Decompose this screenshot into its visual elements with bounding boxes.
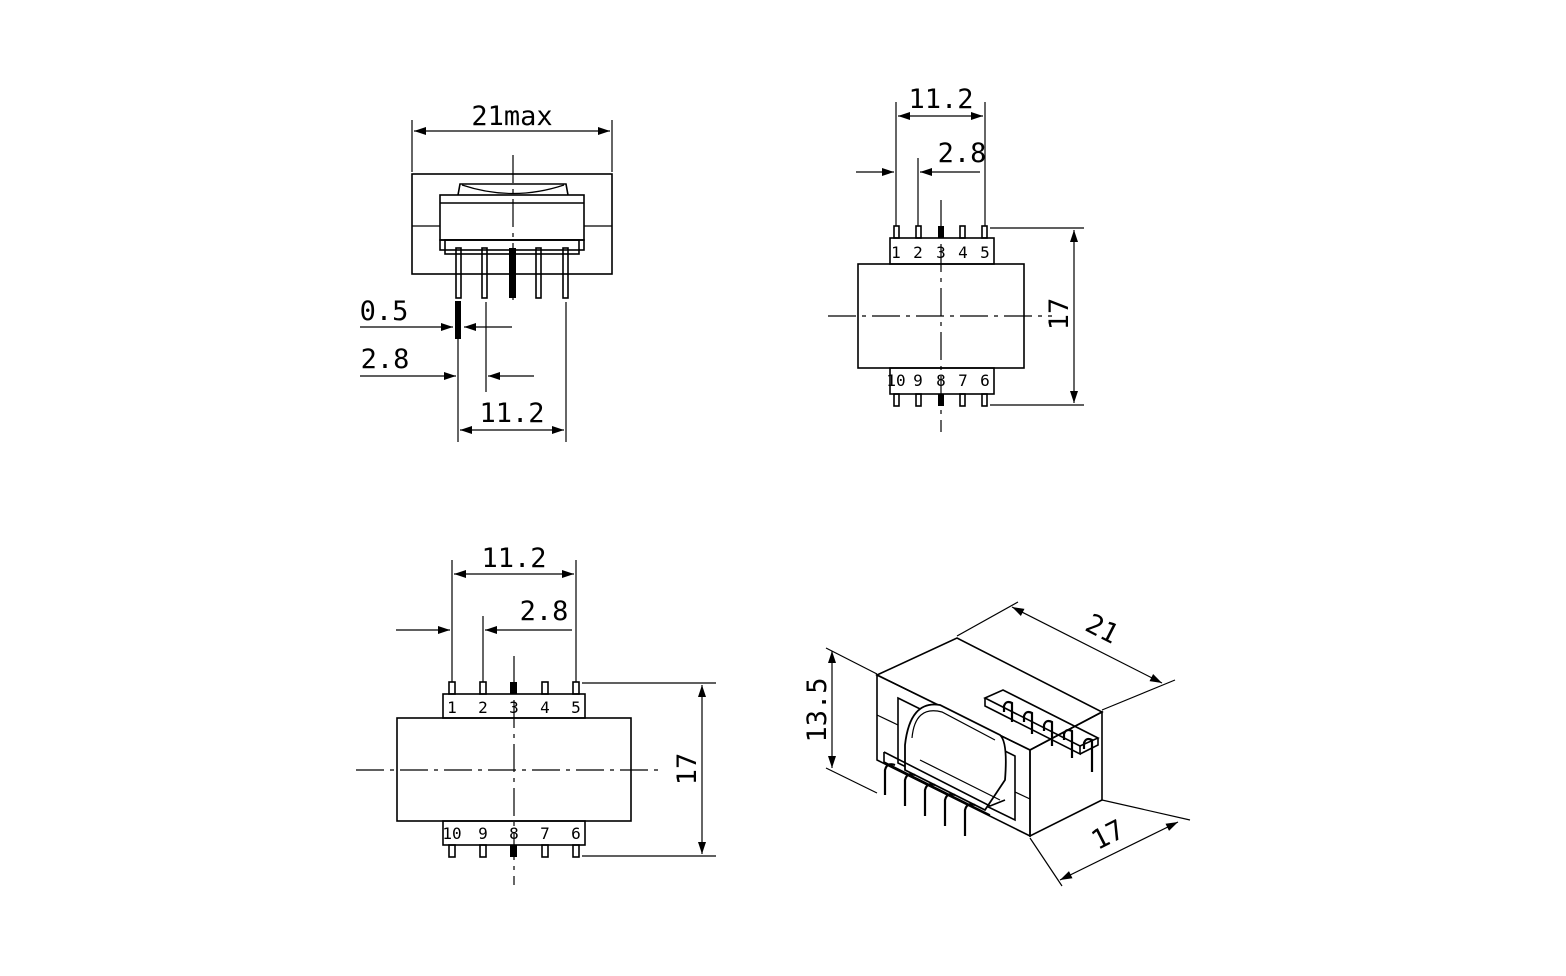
top-a-pin-pitch-label: 2.8: [938, 138, 987, 169]
pin-number: 9: [913, 371, 923, 390]
pin-number: 7: [540, 824, 550, 843]
front-pin-thickness-label: 0.5: [360, 296, 409, 327]
top-a-height-label: 17: [1044, 298, 1075, 331]
pin-number: 7: [958, 371, 968, 390]
top-view-b-bottom-pin-numbers: 10 9 8 7 6: [442, 824, 580, 843]
front-width-label: 21max: [471, 101, 552, 132]
top-view-a: 1 2 3 4 5 10 9 8 7 6 11.2 2.8 17: [828, 84, 1084, 432]
pin-number: 1: [891, 243, 901, 262]
front-pins: [455, 247, 569, 299]
front-pin-span-label: 11.2: [479, 398, 544, 429]
pin-number: 6: [980, 371, 990, 390]
front-pin-pitch-label: 2.8: [361, 344, 410, 375]
pin-number: 2: [913, 243, 923, 262]
top-view-b-top-pin-stubs: [448, 681, 580, 695]
pin-number: 4: [540, 698, 550, 717]
top-b-pin-span-label: 11.2: [481, 543, 546, 574]
pin-number: 5: [980, 243, 990, 262]
pin-number: 10: [442, 824, 461, 843]
iso-view: 21 13.5 17: [802, 601, 1191, 887]
iso-front-pins: [883, 763, 976, 836]
pin-number: 6: [571, 824, 581, 843]
pin-number: 9: [478, 824, 488, 843]
pin-number: 2: [478, 698, 488, 717]
top-view-b: 1 2 3 4 5 10 9 8 7 6 11.2 2.8 17: [356, 543, 716, 885]
iso-depth-label: 17: [1087, 814, 1130, 856]
top-b-pin-pitch-label: 2.8: [520, 596, 569, 627]
iso-height-label: 13.5: [802, 677, 833, 742]
top-a-pin-span-label: 11.2: [908, 84, 973, 115]
pin-number: 1: [447, 698, 457, 717]
pin-number: 10: [886, 371, 905, 390]
pin-number: 5: [571, 698, 581, 717]
iso-rear-pins: [1002, 700, 1094, 772]
top-view-a-bottom-pin-numbers: 10 9 8 7 6: [886, 371, 989, 390]
top-b-height-label: 17: [672, 753, 703, 786]
front-view: 21max 0.5 2.8 11.2: [360, 101, 613, 442]
pin-number: 4: [958, 243, 968, 262]
